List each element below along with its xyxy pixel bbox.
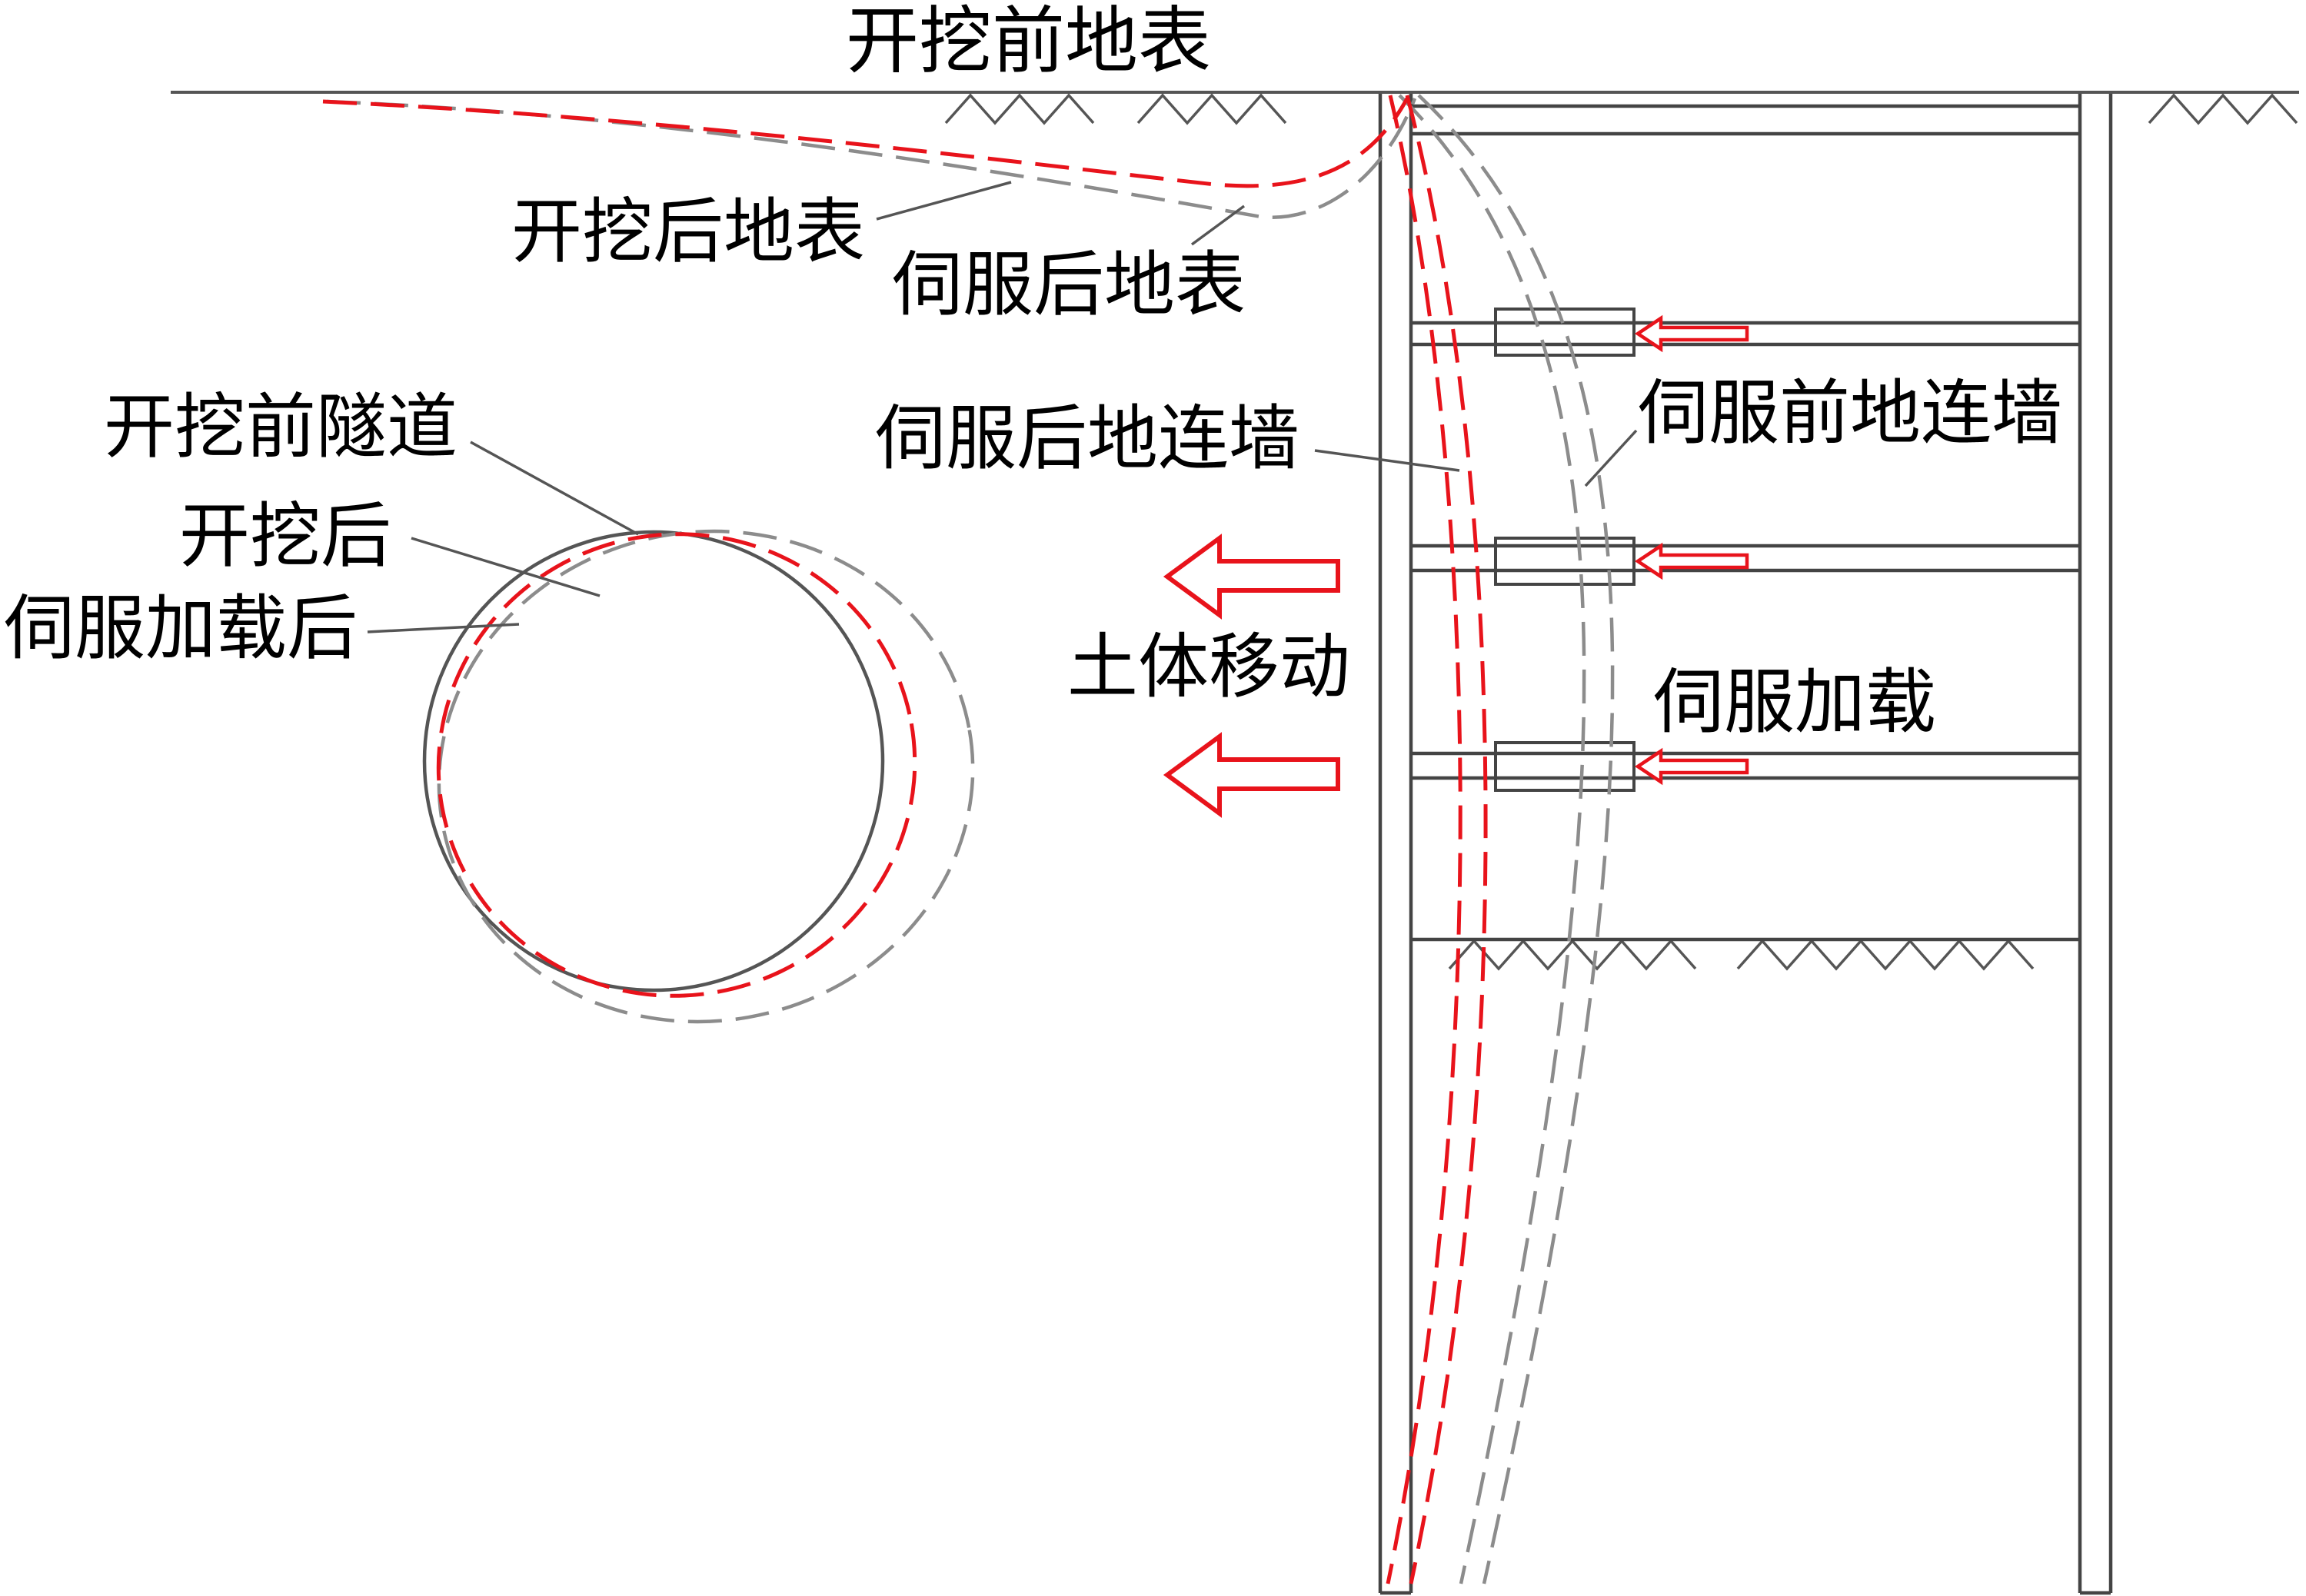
leader-tunnel-after-servo bbox=[367, 623, 520, 633]
servo-jack-1 bbox=[1494, 308, 1635, 357]
servo-load-arrow-2 bbox=[1634, 542, 1749, 580]
label-wall-before-servo: 伺服前地连墙 bbox=[1638, 372, 2063, 454]
servo-jack-3 bbox=[1494, 741, 1635, 792]
tunnel-after-servo-curve bbox=[436, 532, 917, 998]
wall-after-servo-dashed bbox=[1386, 95, 1488, 1584]
ground-after-servo-curve bbox=[322, 97, 1409, 188]
label-wall-after-servo: 伺服后地连墙 bbox=[875, 397, 1300, 480]
leader-ground-after-servo bbox=[1190, 204, 1246, 246]
label-soil-movement: 土体移动 bbox=[1067, 626, 1351, 708]
diaphragm-wall-right bbox=[2078, 94, 2113, 1595]
tunnel-after-excavation-curve bbox=[437, 529, 975, 1024]
leader-wall-before-servo bbox=[1584, 429, 1638, 487]
label-ground-after-excavation: 开挖后地表 bbox=[511, 191, 866, 273]
tunnel-before-circle bbox=[422, 530, 885, 993]
label-servo-loading: 伺服加载 bbox=[1653, 661, 1937, 743]
label-tunnel-before: 开挖前隧道 bbox=[104, 386, 458, 468]
diaphragm-wall-left bbox=[1378, 94, 1413, 1595]
servo-load-arrow-3 bbox=[1634, 747, 1749, 786]
wall-before-servo-dashed bbox=[1398, 94, 1615, 1584]
leader-wall-after-servo bbox=[1314, 449, 1460, 472]
label-tunnel-after-excavation: 开挖后 bbox=[179, 495, 392, 577]
label-ground-after-servo: 伺服后地表 bbox=[892, 244, 1246, 326]
servo-load-arrow-1 bbox=[1634, 314, 1749, 353]
ground-after-excavation-curve bbox=[326, 98, 1417, 219]
label-tunnel-after-servo: 伺服加载后 bbox=[4, 587, 358, 670]
label-ground-before: 开挖前地表 bbox=[846, 0, 1212, 84]
soil-movement-arrow-lower bbox=[1163, 732, 1340, 818]
soil-movement-arrow-upper bbox=[1163, 534, 1340, 620]
leader-ground-after-excavation bbox=[876, 181, 1012, 221]
leader-tunnel-before bbox=[470, 441, 639, 536]
soil-movement-arrows bbox=[1163, 534, 1340, 818]
leader-lines bbox=[367, 181, 1638, 633]
servo-jack-2 bbox=[1494, 537, 1635, 586]
soil-hatch-excavation-base bbox=[1448, 939, 2035, 971]
struts bbox=[1411, 104, 2080, 942]
servo-load-arrows bbox=[1634, 314, 1749, 786]
leader-tunnel-after-excavation bbox=[411, 537, 601, 597]
soil-hatch-surface bbox=[944, 93, 2298, 125]
servo-jacks bbox=[1494, 308, 1635, 792]
